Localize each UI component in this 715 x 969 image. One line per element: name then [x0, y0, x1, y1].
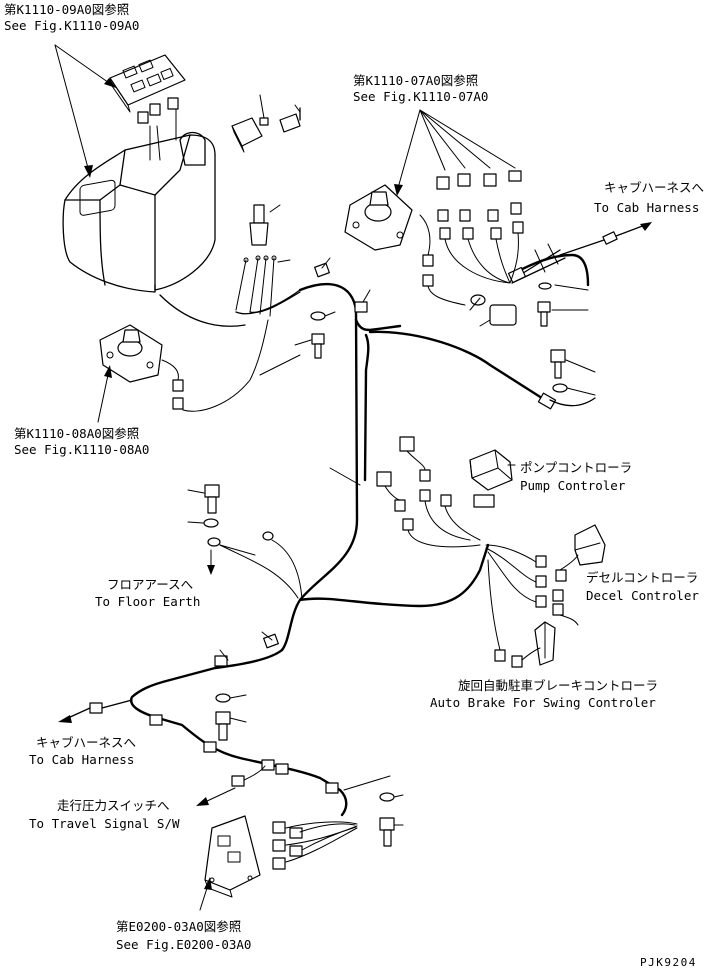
ref-08a0-jp: 第K1110-08A0図参照 [14, 426, 139, 441]
drawing-code: PJK9204 [640, 956, 697, 969]
joystick-08a0 [97, 319, 269, 423]
cab-harness-left-en: To Cab Harness [29, 752, 134, 767]
floor-earth-en: To Floor Earth [95, 594, 200, 609]
floor-earth [187, 484, 303, 601]
auto-brake-en: Auto Brake For Swing Controler [430, 695, 656, 710]
decel-controler-en: Decel Controler [586, 588, 699, 603]
auto-brake-controler [487, 559, 556, 668]
pump-controler-jp: ポンプコントローラ [520, 460, 632, 475]
ref-09a0-jp: 第K1110-09A0図参照 [4, 2, 129, 17]
decel-controler [485, 524, 606, 626]
cab-harness-right-en: To Cab Harness [594, 200, 699, 215]
leader-lines [259, 354, 361, 486]
text-labels: 第K1110-09A0図参照 See Fig.K1110-09A0 第K1110… [4, 2, 704, 969]
main-harness [129, 253, 590, 817]
cab-harness-left-jp: キャブハーネスへ [36, 735, 136, 750]
control-console [54, 44, 246, 327]
floor-earth-jp: フロアアースへ [107, 577, 193, 592]
decel-controler-jp: デセルコントローラ [586, 570, 698, 585]
ref-07a0-jp: 第K1110-07A0図参照 [353, 73, 478, 88]
pump-controler [376, 436, 516, 548]
connector-block-e0200 [199, 775, 404, 911]
travel-signal-en: To Travel Signal S/W [29, 816, 180, 831]
joystick-07a0 [344, 109, 524, 327]
ref-07a0-en: See Fig.K1110-07A0 [353, 89, 488, 104]
lower-harness-parts [58, 631, 339, 806]
travel-signal-jp: 走行圧力スイッチへ [57, 798, 170, 813]
ref-e0200-jp: 第E0200-03A0図参照 [116, 919, 241, 934]
auto-brake-jp: 旋回自動駐車ブレーキコントローラ [458, 678, 658, 693]
cab-harness-right-jp: キャブハーネスへ [604, 180, 704, 195]
upper-parts [231, 94, 371, 359]
pump-controler-en: Pump Controler [520, 478, 626, 493]
ref-08a0-en: See Fig.K1110-08A0 [14, 442, 149, 457]
ref-e0200-en: See Fig.E0200-03A0 [116, 937, 251, 952]
cab-harness-right-bundle [507, 222, 652, 410]
ref-09a0-en: See Fig.K1110-09A0 [4, 18, 139, 33]
